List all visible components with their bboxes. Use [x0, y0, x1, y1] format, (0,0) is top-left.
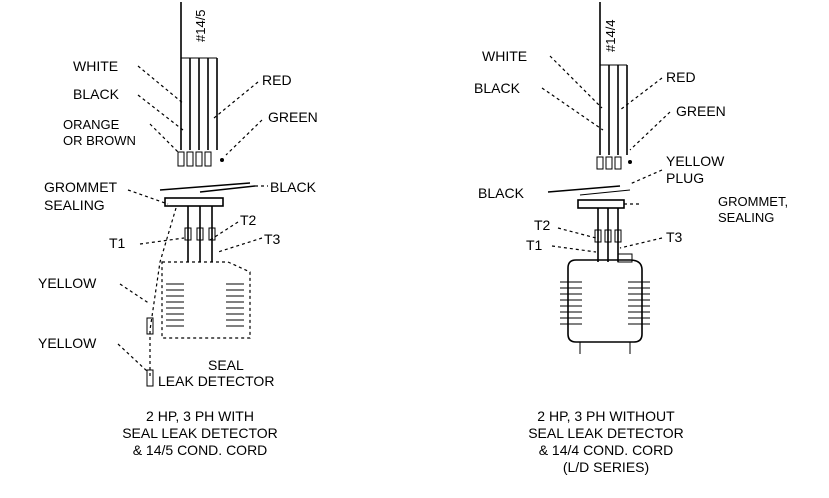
left-coil-left: [166, 283, 184, 327]
right-motor: [567, 259, 643, 343]
left-leader-black: [137, 94, 184, 131]
left-motor: [161, 261, 251, 339]
right-caption-line-4: (L/D SERIES): [563, 459, 649, 475]
left-label-t1: T1: [109, 235, 126, 251]
left-terminal-1: [177, 151, 185, 167]
left-caption-line-1: 2 HP, 3 PH WITH: [146, 408, 254, 424]
right-label-grommet-2: SEALING: [718, 210, 774, 225]
right-terminal-1: [596, 156, 604, 170]
left-label-white: WHITE: [73, 58, 118, 74]
right-coil-left: [560, 281, 582, 325]
left-coil-right: [226, 283, 244, 327]
left-label-t3: T3: [264, 231, 281, 247]
right-terminal-3: [614, 156, 622, 170]
left-label-yellow-1: YELLOW: [38, 275, 97, 291]
left-caption-line-2: SEAL LEAK DETECTOR: [122, 425, 278, 441]
left-terminal-3: [195, 151, 203, 167]
left-leader-green: [225, 119, 263, 156]
left-leader-t3: [217, 237, 263, 253]
left-yellow-term-1: [146, 317, 154, 335]
left-leader-t2: [209, 221, 239, 241]
right-leader-white: [549, 55, 603, 109]
left-label-orange-1: ORANGE: [63, 117, 120, 132]
left-caption-line-3: & 14/5 COND. CORD: [133, 442, 268, 458]
right-label-green: GREEN: [676, 103, 726, 119]
left-leader-t1: [139, 237, 185, 245]
left-t3-term: [208, 227, 216, 241]
right-diagram: #14/4: [474, 2, 788, 475]
right-label-yellow-1: YELLOW: [666, 153, 725, 169]
left-black-wire-top: [159, 182, 251, 191]
left-label-black-2: BLACK: [270, 179, 317, 195]
left-label-grommet-1: GROMMET: [44, 179, 118, 195]
left-terminal-2: [186, 151, 194, 167]
left-label-green: GREEN: [268, 109, 318, 125]
right-terminal-4: [628, 160, 632, 164]
right-leader-t2: [557, 227, 597, 239]
right-motor-cap: [617, 253, 633, 263]
left-diagram: #14/5: [38, 2, 318, 458]
right-label-grommet-1: GROMMET,: [718, 194, 788, 209]
left-label-seal-2: LEAK DETECTOR: [158, 373, 274, 389]
left-grommet: [164, 197, 224, 207]
left-leader-yellow2: [117, 343, 149, 373]
left-cord-label: #14/5: [193, 9, 208, 42]
right-caption-line-3: & 14/4 COND. CORD: [539, 442, 674, 458]
right-leader-green: [629, 111, 671, 151]
right-caption-line-2: SEAL LEAK DETECTOR: [528, 425, 684, 441]
right-label-yellow-2: PLUG: [666, 170, 704, 186]
right-t2-term: [604, 229, 612, 243]
left-label-t2: T2: [240, 212, 257, 228]
left-label-yellow-2: YELLOW: [38, 335, 97, 351]
left-label-red: RED: [262, 72, 292, 88]
left-leader-red: [213, 81, 259, 119]
left-t2-term: [196, 227, 204, 241]
right-label-red: RED: [666, 69, 696, 85]
right-coil-right: [628, 281, 650, 325]
right-cord-label: #14/4: [603, 19, 618, 52]
left-terminal-4: [204, 151, 212, 167]
right-label-t1: T1: [526, 237, 543, 253]
right-black-wire-2: [579, 189, 631, 196]
left-leader-white: [137, 65, 185, 105]
right-label-t3: T3: [666, 229, 683, 245]
right-leader-t1: [551, 245, 597, 253]
right-label-black: BLACK: [474, 80, 521, 96]
right-label-white: WHITE: [482, 48, 527, 64]
left-label-orange-2: OR BROWN: [63, 133, 136, 148]
left-black-wire-mid: [199, 185, 256, 193]
right-t1-term: [594, 229, 602, 243]
right-leader-red: [619, 77, 663, 111]
left-leader-yellow1: [119, 283, 151, 305]
left-leader-grommet: [127, 189, 169, 205]
right-terminal-2: [605, 156, 613, 170]
left-terminal-5: [220, 158, 224, 162]
right-leader-t3: [619, 237, 663, 249]
right-caption-line-1: 2 HP, 3 PH WITHOUT: [537, 408, 675, 424]
left-label-seal-1: SEAL: [208, 357, 244, 373]
left-label-black: BLACK: [73, 86, 120, 102]
left-label-grommet-2: SEALING: [44, 197, 105, 213]
right-label-t2: T2: [534, 217, 551, 233]
right-leader-yellow: [629, 169, 663, 185]
left-yellow-term-2: [146, 369, 154, 387]
right-label-black-2: BLACK: [478, 185, 525, 201]
left-leader-orange: [149, 123, 179, 153]
right-leader-black: [541, 87, 604, 131]
right-t3-term: [614, 229, 622, 243]
left-t1-term: [184, 227, 192, 241]
right-black-wire: [547, 185, 621, 193]
left-yellow-wire: [149, 207, 177, 378]
right-grommet: [577, 199, 625, 209]
